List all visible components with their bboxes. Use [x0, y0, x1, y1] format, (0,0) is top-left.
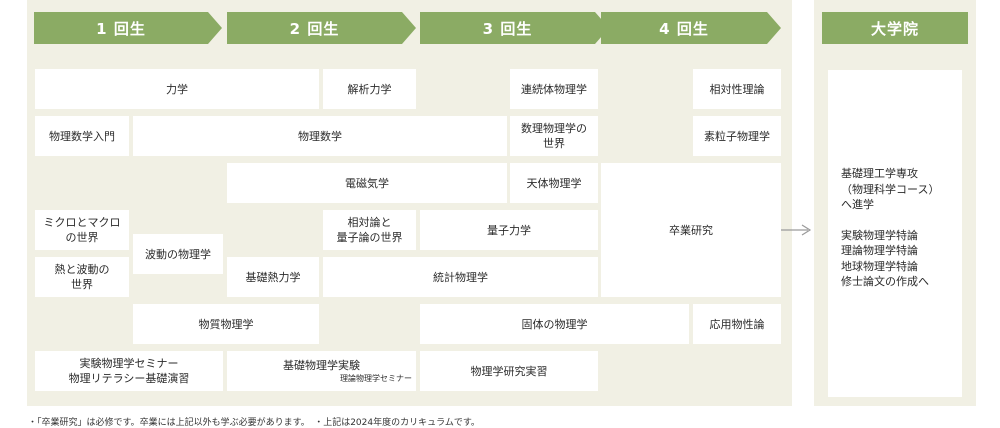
- stage-year2: 2 回生: [227, 12, 416, 44]
- course-thermodynamics: 基礎熱力学: [227, 257, 319, 297]
- course-relativity-quantum-world: 相対論と 量子論の世界: [323, 210, 416, 250]
- course-mathematical-physics-world: 数理物理学の 世界: [510, 116, 598, 156]
- course-micro-macro-world: ミクロとマクロ の世界: [35, 210, 129, 250]
- course-materials-physics: 物質物理学: [133, 304, 319, 344]
- course-continuum-physics: 連続体物理学: [510, 69, 598, 109]
- course-lab-seminar: 実験物理学セミナー 物理リテラシー基礎演習: [35, 351, 223, 391]
- course-quantum-mechanics: 量子力学: [420, 210, 598, 250]
- stage-year3: 3 回生: [420, 12, 609, 44]
- course-theory-seminar: 理論物理学セミナー: [340, 374, 412, 383]
- course-heat-wave-world: 熱と波動の 世界: [35, 257, 129, 297]
- footnote: ・「卒業研究」は必修です。卒業には上記以外も学ぶ必要があります。 ・上記は202…: [28, 418, 480, 428]
- course-intro-math-physics: 物理数学入門: [35, 116, 129, 156]
- course-mechanics: 力学: [35, 69, 319, 109]
- stage-year4: 4 回生: [601, 12, 781, 44]
- course-astrophysics: 天体物理学: [510, 163, 598, 203]
- course-analytical-mechanics: 解析力学: [323, 69, 416, 109]
- arrow-right-icon: [781, 224, 812, 236]
- course-math-physics: 物理数学: [133, 116, 507, 156]
- course-electromagnetism: 電磁気学: [227, 163, 507, 203]
- course-particle-physics: 素粒子物理学: [693, 116, 781, 156]
- graduate-info-box: 基礎理工学専攻 （物理科学コース） へ進学 実験物理学特論 理論物理学特論 地球…: [828, 70, 962, 397]
- graduate-lectures: 実験物理学特論 理論物理学特論 地球物理学特論 修士論文の作成へ: [841, 228, 929, 289]
- course-statistical-physics: 統計物理学: [323, 257, 598, 297]
- course-solid-state-physics: 固体の物理学: [420, 304, 689, 344]
- course-wave-physics: 波動の物理学: [133, 234, 223, 274]
- course-research-practice: 物理学研究実習: [420, 351, 598, 391]
- course-applied-physics: 応用物性論: [693, 304, 781, 344]
- stage-year1: 1 回生: [34, 12, 222, 44]
- course-relativity: 相対性理論: [693, 69, 781, 109]
- graduate-path: 基礎理工学専攻 （物理科学コース） へ進学: [841, 167, 940, 211]
- stage-graduate: 大学院: [822, 12, 968, 44]
- course-basic-lab: 基礎物理学実験: [283, 359, 360, 372]
- course-basic-lab-box: 基礎物理学実験 理論物理学セミナー: [227, 351, 416, 391]
- course-graduation-research: 卒業研究: [601, 163, 781, 297]
